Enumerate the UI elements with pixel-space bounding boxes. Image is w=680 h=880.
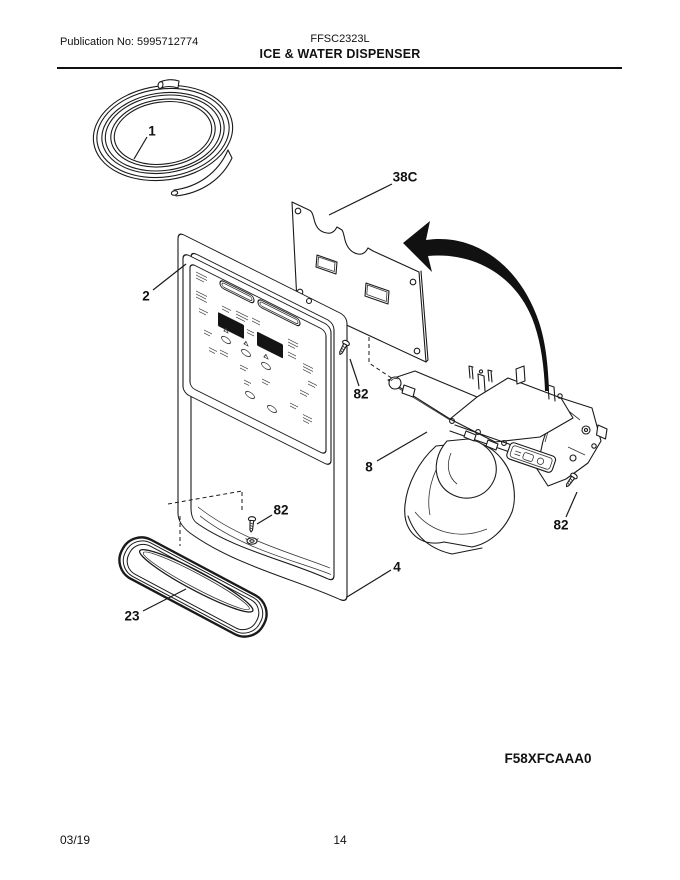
door-mount-hole xyxy=(305,297,313,305)
model-number: FFSC2323L xyxy=(310,33,370,45)
screw-right-drawing xyxy=(565,472,578,488)
callout-cover-plate: 38C xyxy=(393,170,418,185)
header-divider xyxy=(57,67,622,69)
callout-door-panel: 4 xyxy=(393,560,401,575)
footer-page-number: 14 xyxy=(333,833,347,847)
callout-water-tube-coil: 1 xyxy=(148,124,156,139)
publication-number: Publication No: 5995712774 xyxy=(60,36,199,48)
callout-screw-right: 82 xyxy=(553,518,568,533)
screw-top-drawing xyxy=(339,339,350,356)
callout-leader-lines xyxy=(133,136,578,612)
callout-control-panel: 2 xyxy=(142,289,150,304)
callout-dispenser-module: 8 xyxy=(365,460,373,475)
screw-middle-drawing xyxy=(247,516,257,533)
door-panel-drawing xyxy=(177,233,348,601)
drip-tray-drawing xyxy=(118,536,268,638)
diagram-part-code: F58XFCAAA0 xyxy=(504,751,592,766)
assembly-direction-arrow xyxy=(403,221,549,391)
callout-drip-tray: 23 xyxy=(124,609,140,624)
callout-screw-top: 82 xyxy=(353,387,368,402)
control-panel-greek-text xyxy=(196,271,317,424)
page-title: ICE & WATER DISPENSER xyxy=(259,47,421,61)
grommet-drawing xyxy=(245,537,259,545)
dispenser-module-drawing xyxy=(387,365,608,555)
callout-screw-middle: 82 xyxy=(273,503,288,518)
module-label-plate xyxy=(506,442,557,473)
cover-plate-drawing xyxy=(291,201,429,363)
water-tube-coil-drawing xyxy=(92,79,234,197)
footer-date: 03/19 xyxy=(60,833,91,847)
